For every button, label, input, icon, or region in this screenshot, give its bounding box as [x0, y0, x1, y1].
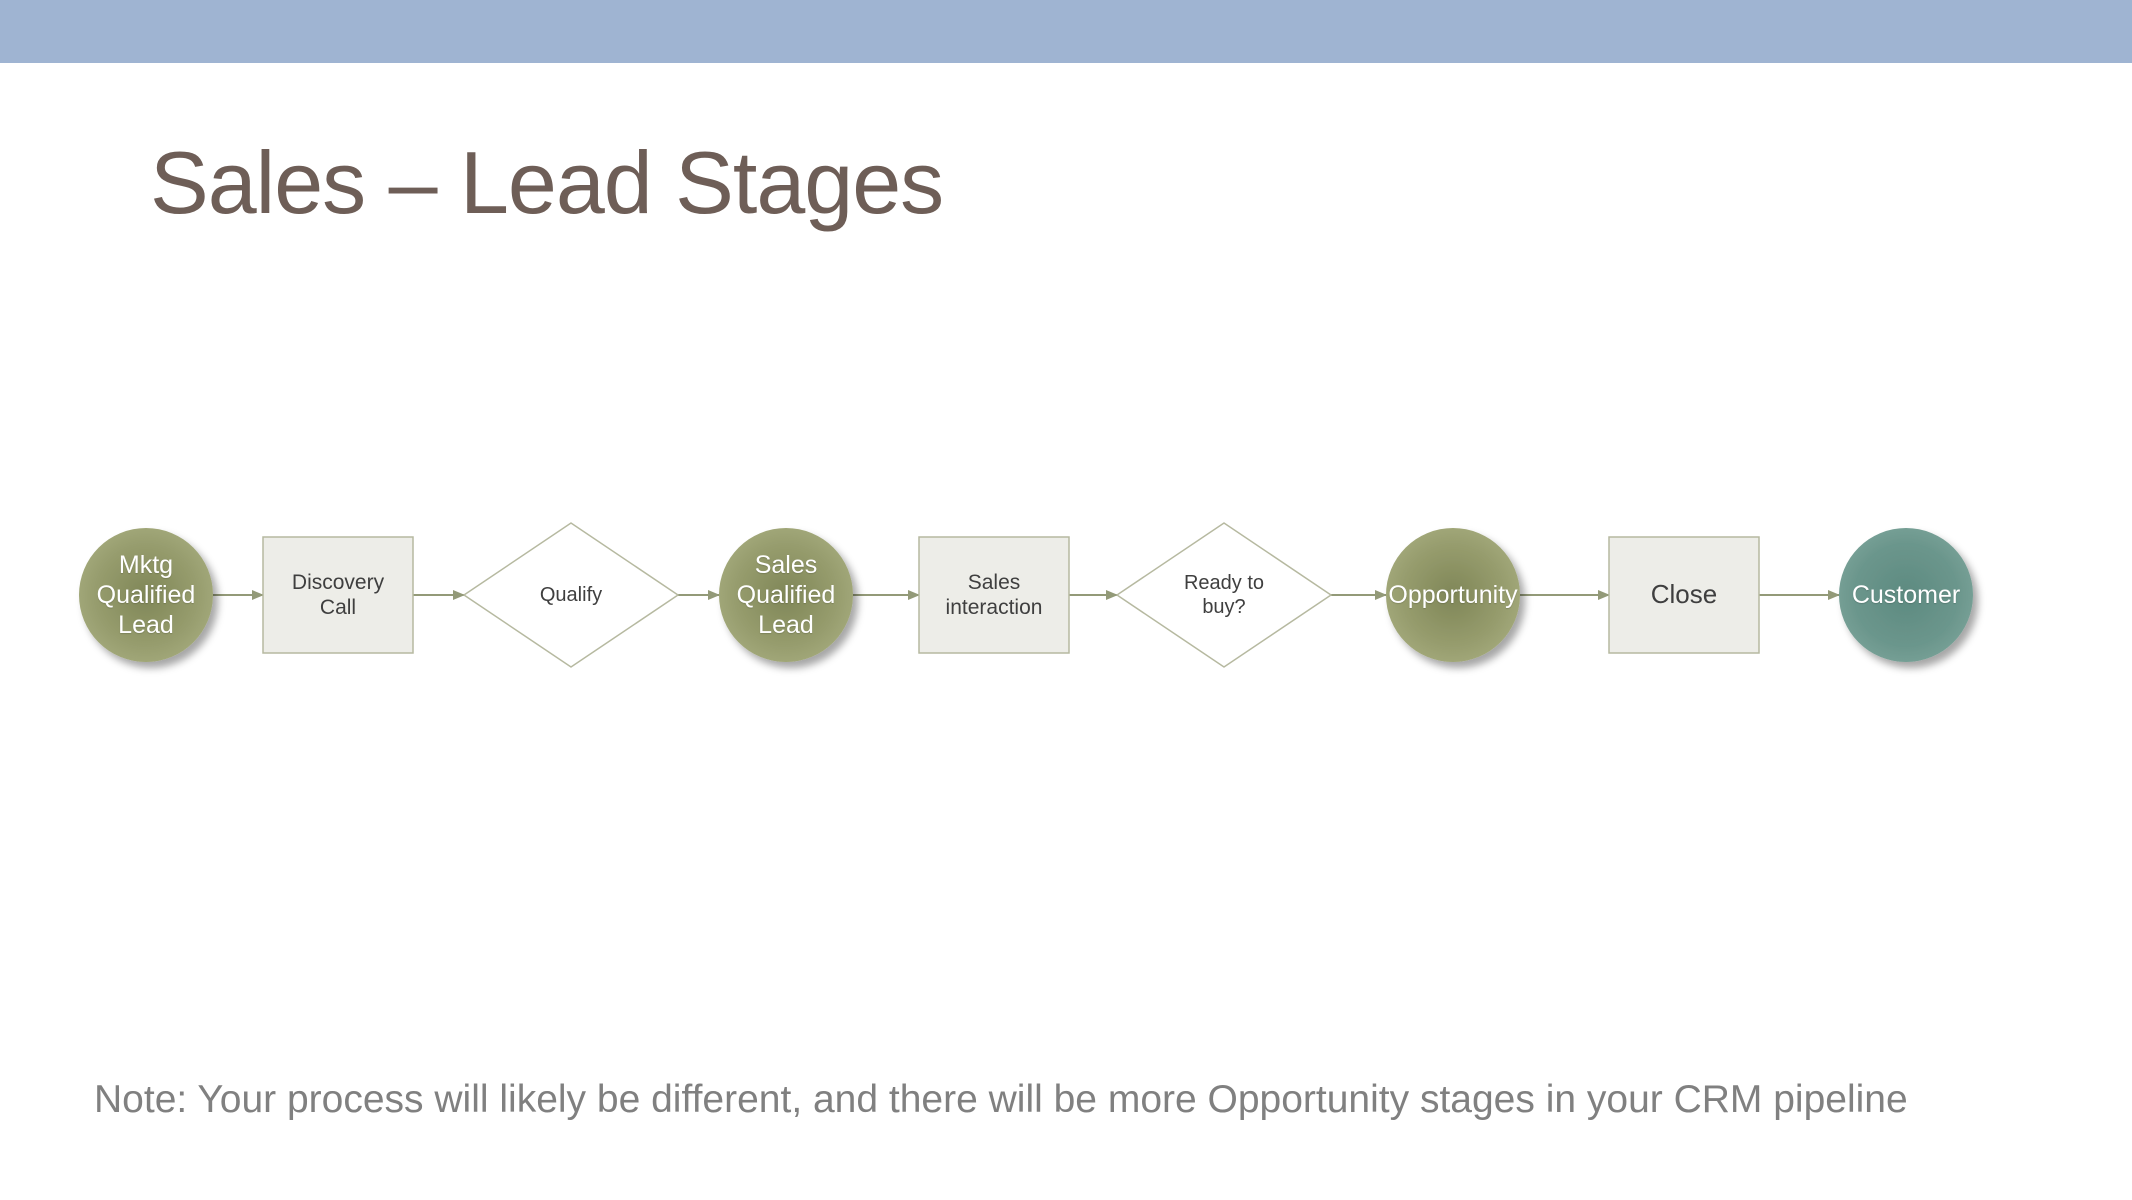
stage-label-customer: Customer	[1851, 581, 1961, 609]
stage-label-opportunity: Opportunity	[1388, 581, 1518, 609]
stage-label-qualify: Qualify	[539, 584, 603, 606]
stage-node-mktg-qualified-lead	[79, 528, 213, 662]
footer-note: Note: Your process will likely be differ…	[94, 1078, 1908, 1121]
stage-node-close	[1608, 536, 1760, 654]
stage-node-sales-qualified-lead	[719, 528, 853, 662]
stage-node-discovery-call	[262, 536, 414, 654]
stage-node-ready-to-buy	[1115, 522, 1333, 668]
stage-node-qualify	[462, 522, 680, 668]
stage-node-opportunity	[1386, 528, 1520, 662]
stage-node-group	[79, 522, 1973, 668]
page-title: Sales – Lead Stages	[150, 133, 944, 232]
top-banner-bar	[0, 0, 2132, 63]
stage-node-customer	[1839, 528, 1973, 662]
stage-label-close: Close	[1650, 579, 1718, 610]
stage-node-sales-interaction	[918, 536, 1070, 654]
